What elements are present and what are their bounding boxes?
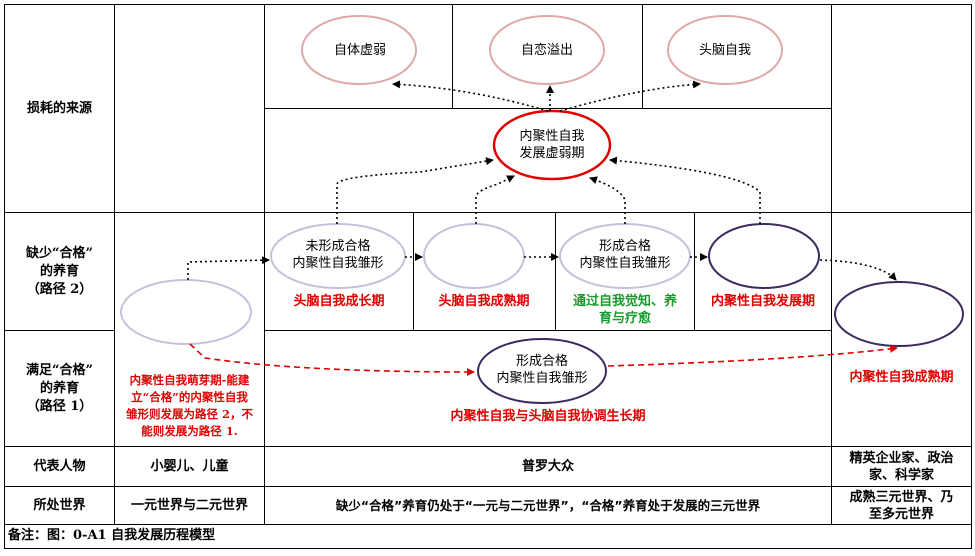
world-public: 缺少“合格”养育仍处于“一元与二元世界”，“合格”养育处于发展的三元世界 [335,498,761,513]
stage-inner-mature: 内聚性自我成熟期 [849,370,954,385]
world-children: 一元世界与二元世界 [130,498,248,513]
node-body-weak: 自体虚弱 [333,42,386,58]
arrow-innerdev-up [609,156,761,224]
row-label-source: 损耗的来源 [26,100,92,116]
stage-coordinated: 内聚性自我与头脑自我协调生长期 [450,409,646,424]
ellipse-inner-weak [492,109,612,181]
arrow-innerdev-to-mature [819,259,897,281]
node-unformed: 未形成合格 内聚性自我雏形 [292,239,384,271]
stage-head-growth: 头脑自我成长期 [293,294,385,309]
stage-head-mature: 头脑自我成熟期 [438,294,530,309]
arrow-headmature-up [475,175,515,224]
ellipse-body-weak [301,15,417,85]
ellipse-sprout [120,279,252,345]
ellipse-narcissism [489,15,605,85]
rep-public: 普罗大众 [521,459,574,474]
stage-awareness: 通过自我觉知、养 育与疗愈 [572,294,677,326]
arrow-to-head-self [559,80,701,112]
row-label-representative: 代表人物 [33,458,86,474]
row-label-path1: 满足“合格” 的养育 （路径 1） [26,362,93,414]
rep-elite: 精英企业家、政治 家、科学家 [849,450,954,483]
arrow-formed-up [589,176,626,224]
node-narcissism: 自恋溢出 [520,42,573,58]
ellipse-head-self [667,15,783,85]
ellipse-formed-bottom [477,338,607,404]
ellipse-head-mature [423,223,525,289]
arrow-to-body-weak [392,80,549,112]
arrow-sprout-to-unformed [187,256,270,280]
figure-note: 备注：图：0-A1 自我发展历程模型 [8,528,216,543]
arrow-sprout-to-formed-bottom [189,343,475,376]
arrow-unformed-up [336,157,494,224]
node-inner-weak: 内聚性自我 发展虚弱期 [519,129,585,161]
ellipse-inner-mature [834,281,964,347]
ellipse-inner-dev [708,223,820,289]
node-formed-bottom: 形成合格 内聚性自我雏形 [496,354,588,386]
node-head-self: 头脑自我 [698,42,751,58]
ellipse-unformed [270,223,406,289]
row-label-world: 所处世界 [33,497,86,513]
stage-sprout: 内聚性自我萌芽期-能建 立“合格”的内聚性自我 雏形则发展为路径 2，不 能则发… [125,373,253,438]
row-label-path2: 缺少“合格” 的养育 （路径 2） [26,245,93,297]
arrow-formed-bottom-to-mature [607,344,898,367]
world-elite: 成熟三元世界、乃 至多元世界 [849,489,954,522]
rep-children: 小婴儿、儿童 [150,459,229,474]
node-formed-top: 形成合格 内聚性自我雏形 [579,239,671,271]
stage-inner-dev: 内聚性自我发展期 [710,294,815,309]
